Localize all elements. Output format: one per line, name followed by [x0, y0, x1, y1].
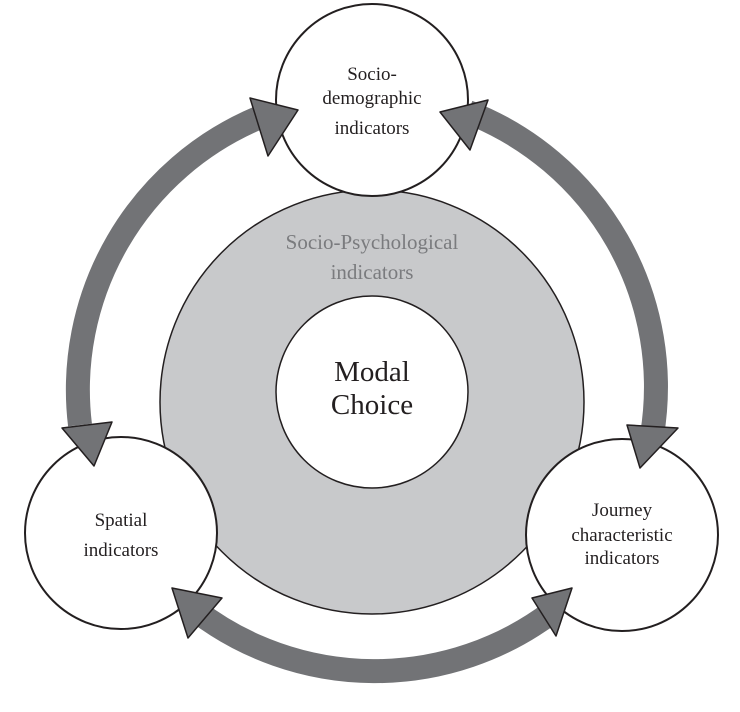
arrow-band-left-to-top [65, 106, 263, 427]
arrowhead-left-bottom [171, 587, 223, 639]
node-left-label-line1: Spatial [95, 510, 148, 531]
arrowhead-right-bottom [531, 587, 573, 637]
node-top-label-line1: Socio- [347, 64, 397, 85]
node-right-label-line2: characteristic [571, 525, 672, 546]
node-right-label-line1: Journey [592, 500, 653, 521]
arrowhead-left-top [61, 421, 113, 467]
node-right-label-line3: indicators [585, 548, 660, 569]
node-top-circle [275, 3, 469, 197]
node-top-label-line3: indicators [335, 118, 410, 139]
arrowheads [61, 97, 679, 639]
center-label-line2: Choice [331, 389, 413, 421]
center-label-line1: Modal [334, 356, 410, 388]
node-top-label-line2: demographic [322, 88, 421, 109]
arrowhead-right-top [626, 424, 679, 469]
arrow-band-bottom [187, 600, 560, 684]
arrowhead-top-left [249, 97, 299, 157]
node-right-circle [525, 438, 719, 632]
modal-choice-circle [275, 295, 469, 489]
ring-label-line1: Socio-Psychological [286, 230, 459, 254]
ring-label-line2: indicators [331, 260, 414, 284]
arrowhead-top-right [439, 99, 489, 151]
node-left-label-line2: indicators [84, 540, 159, 561]
arrow-bands [65, 100, 668, 684]
arrow-band-top-to-right [463, 100, 668, 437]
node-left-circle [24, 436, 218, 630]
